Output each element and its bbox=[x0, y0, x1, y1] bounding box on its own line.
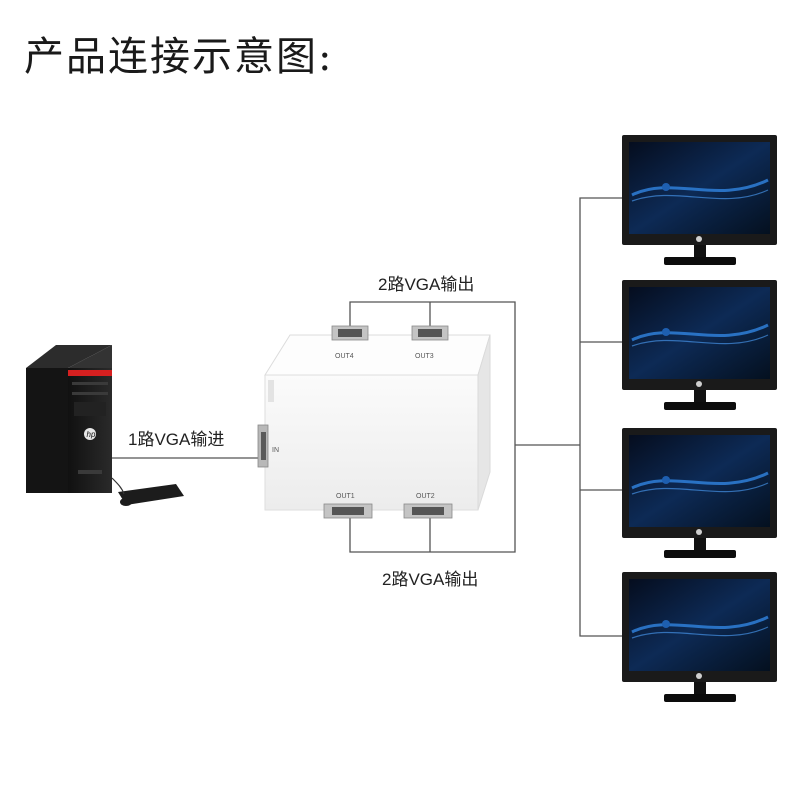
monitor-neck bbox=[694, 245, 706, 257]
hp-logo-icon bbox=[696, 236, 702, 242]
screen-hp-logo-icon bbox=[662, 620, 670, 628]
output-top-label: 2路VGA输出 bbox=[378, 275, 474, 294]
input-label: 1路VGA输进 bbox=[128, 430, 224, 449]
monitor-neck bbox=[694, 538, 706, 550]
tower-red-stripe bbox=[68, 370, 112, 376]
computer-tower: hp bbox=[26, 345, 112, 493]
hp-logo-icon bbox=[84, 428, 96, 440]
port-label-out3: OUT3 bbox=[415, 353, 434, 360]
screen-hp-logo-icon bbox=[662, 476, 670, 484]
port-label-out2: OUT2 bbox=[416, 493, 435, 500]
monitor-stand bbox=[664, 257, 736, 265]
monitor-stand bbox=[664, 402, 736, 410]
hp-logo-icon bbox=[696, 673, 702, 679]
hp-logo-icon bbox=[696, 381, 702, 387]
input-port-label: IN bbox=[272, 447, 279, 454]
top-output-line bbox=[349, 301, 516, 445]
mouse-icon bbox=[120, 498, 132, 506]
monitor-1 bbox=[622, 135, 777, 265]
monitor-4 bbox=[622, 572, 777, 702]
monitor-2 bbox=[622, 280, 777, 410]
output-bottom-label: 2路VGA输出 bbox=[382, 570, 478, 589]
screen-hp-logo-icon bbox=[662, 328, 670, 336]
screen-hp-logo-icon bbox=[662, 183, 670, 191]
connection-lines bbox=[112, 197, 625, 637]
output-port-1: OUT1 bbox=[323, 493, 373, 519]
monitor-stand bbox=[664, 550, 736, 558]
page-title: 产品连接示意图: bbox=[24, 34, 334, 80]
monitor-3 bbox=[622, 428, 777, 558]
output-port-3: OUT3 bbox=[411, 325, 449, 360]
monitor-neck bbox=[694, 682, 706, 694]
output-port-4: OUT4 bbox=[331, 325, 369, 360]
input-vga-port: IN bbox=[257, 424, 279, 468]
keyboard-mouse bbox=[111, 477, 184, 506]
output-port-2: OUT2 bbox=[403, 493, 453, 519]
svg-text:hp: hp bbox=[87, 430, 96, 439]
hp-logo-icon bbox=[696, 529, 702, 535]
port-label-out4: OUT4 bbox=[335, 353, 354, 360]
port-label-out1: OUT1 bbox=[336, 493, 355, 500]
vga-splitter-box: IN OUT4 OUT3 OUT1 OUT2 bbox=[257, 325, 491, 519]
monitor-neck bbox=[694, 390, 706, 402]
bottom-output-line bbox=[349, 445, 516, 553]
monitor-group bbox=[622, 135, 777, 702]
monitor-bus-line bbox=[579, 197, 625, 637]
monitor-stand bbox=[664, 694, 736, 702]
